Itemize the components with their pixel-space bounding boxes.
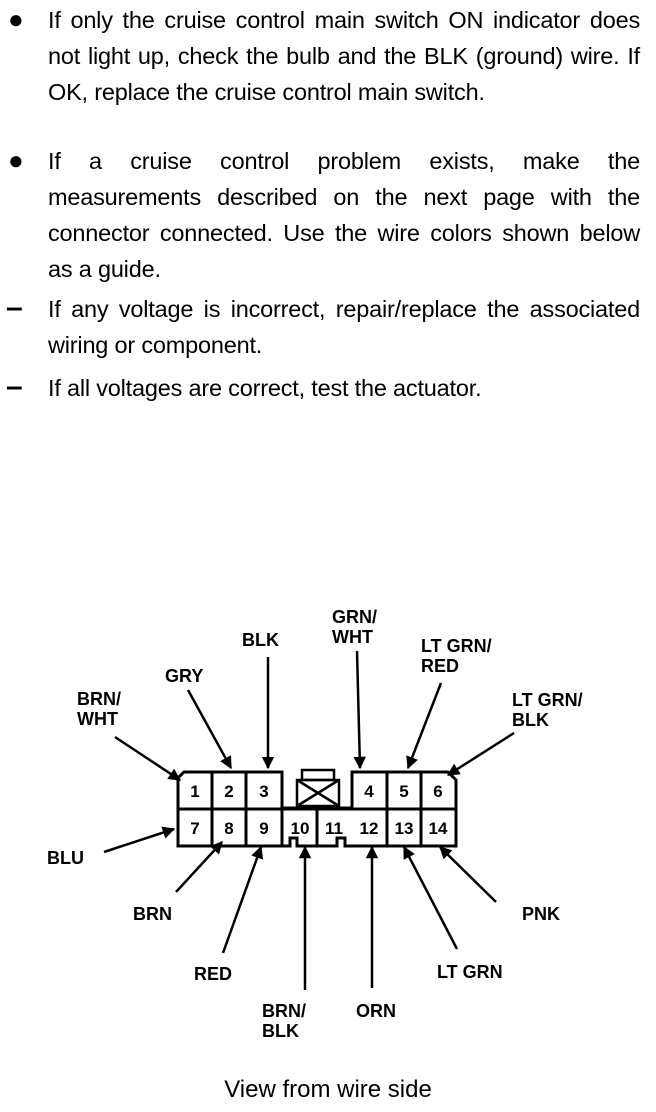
arrow-p13 xyxy=(402,845,459,950)
bullet-marker: ● xyxy=(8,4,24,34)
wire-label-p14: PNK xyxy=(522,904,560,924)
dash-marker: – xyxy=(6,291,23,324)
pin-7: 7 xyxy=(190,819,199,838)
pin-13: 13 xyxy=(395,819,414,838)
wire-label-p10: BRN/ BLK xyxy=(262,1001,311,1041)
latch-icon xyxy=(295,768,341,808)
wire-label-p8: BRN xyxy=(133,904,172,924)
wire-label-p3: BLK xyxy=(242,630,279,650)
wire-label-p1: BRN/ WHT xyxy=(77,689,126,729)
pin-14: 14 xyxy=(429,819,448,838)
pin-6: 6 xyxy=(433,782,442,801)
arrow-p14 xyxy=(439,846,497,903)
instruction-text: If all voltages are correct, test the ac… xyxy=(48,375,482,401)
pin-5: 5 xyxy=(399,782,408,801)
instruction-text: If only the cruise control main switch O… xyxy=(48,7,640,105)
arrow-p7 xyxy=(103,826,176,854)
pin-9: 9 xyxy=(259,819,268,838)
bullet-marker: ● xyxy=(8,145,24,175)
diagram-caption: View from wire side xyxy=(224,1076,432,1103)
connector-housing xyxy=(176,770,458,848)
wire-arrows xyxy=(103,650,515,990)
pin-1: 1 xyxy=(190,782,199,801)
wire-label-p6: LT GRN/ BLK xyxy=(512,690,588,730)
dash-marker: – xyxy=(6,370,23,403)
wire-label-p4: GRN/ WHT xyxy=(332,607,382,647)
arrow-p4 xyxy=(353,650,366,770)
pin-4: 4 xyxy=(364,782,374,801)
wire-label-p9: RED xyxy=(194,964,232,984)
wire-label-p2: GRY xyxy=(165,666,203,686)
pin-12: 12 xyxy=(360,819,379,838)
arrow-p6 xyxy=(446,731,515,777)
wire-label-p12: ORN xyxy=(356,1001,396,1021)
pin-8: 8 xyxy=(224,819,233,838)
arrow-p1 xyxy=(114,735,182,782)
arrow-p5 xyxy=(406,682,443,770)
wire-label-p5: LT GRN/ RED xyxy=(421,636,497,676)
pin-numbers: 1 2 3 4 5 6 7 8 9 10 11 12 13 14 xyxy=(190,782,448,838)
pin-10: 10 xyxy=(291,819,310,838)
arrow-p9 xyxy=(221,845,264,954)
arrow-p8 xyxy=(175,841,223,893)
instruction-text: If a cruise control problem exists, make… xyxy=(48,148,640,282)
wire-label-p13: LT GRN xyxy=(437,962,503,982)
pin-11: 11 xyxy=(325,819,343,838)
instruction-text: If any voltage is incorrect, repair/repl… xyxy=(48,296,640,358)
pin-2: 2 xyxy=(224,782,233,801)
pin-3: 3 xyxy=(259,782,268,801)
wire-labels: BRN/ WHT GRY BLK GRN/ WHT LT GRN/ RED LT… xyxy=(47,607,588,1041)
arrow-p2 xyxy=(186,689,233,770)
wire-label-p7: BLU xyxy=(47,848,84,868)
